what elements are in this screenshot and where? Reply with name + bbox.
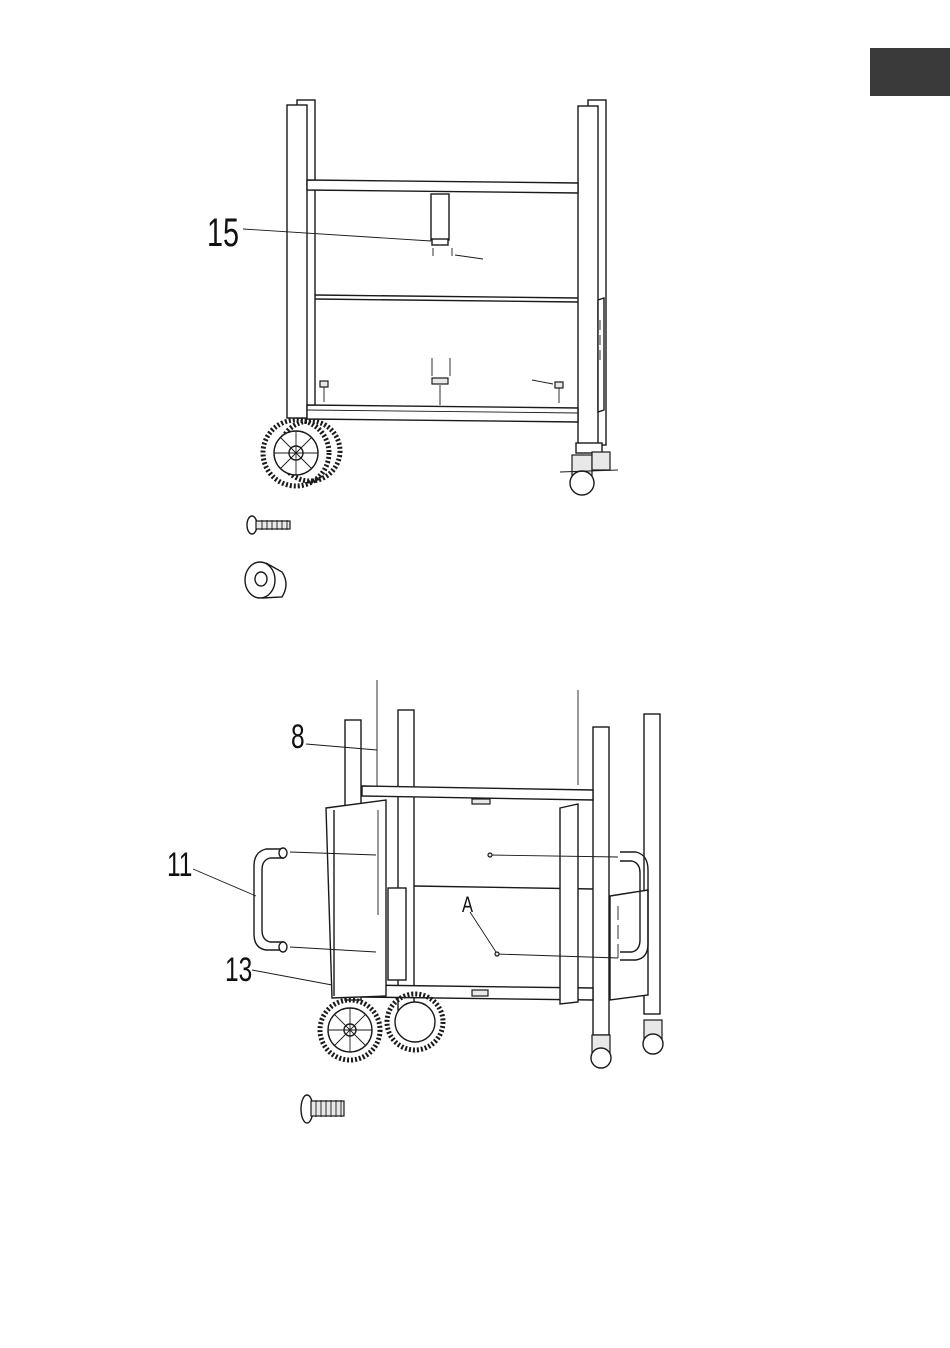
manual-page: 15 xyxy=(0,0,950,1348)
screw-icon xyxy=(0,0,950,1348)
